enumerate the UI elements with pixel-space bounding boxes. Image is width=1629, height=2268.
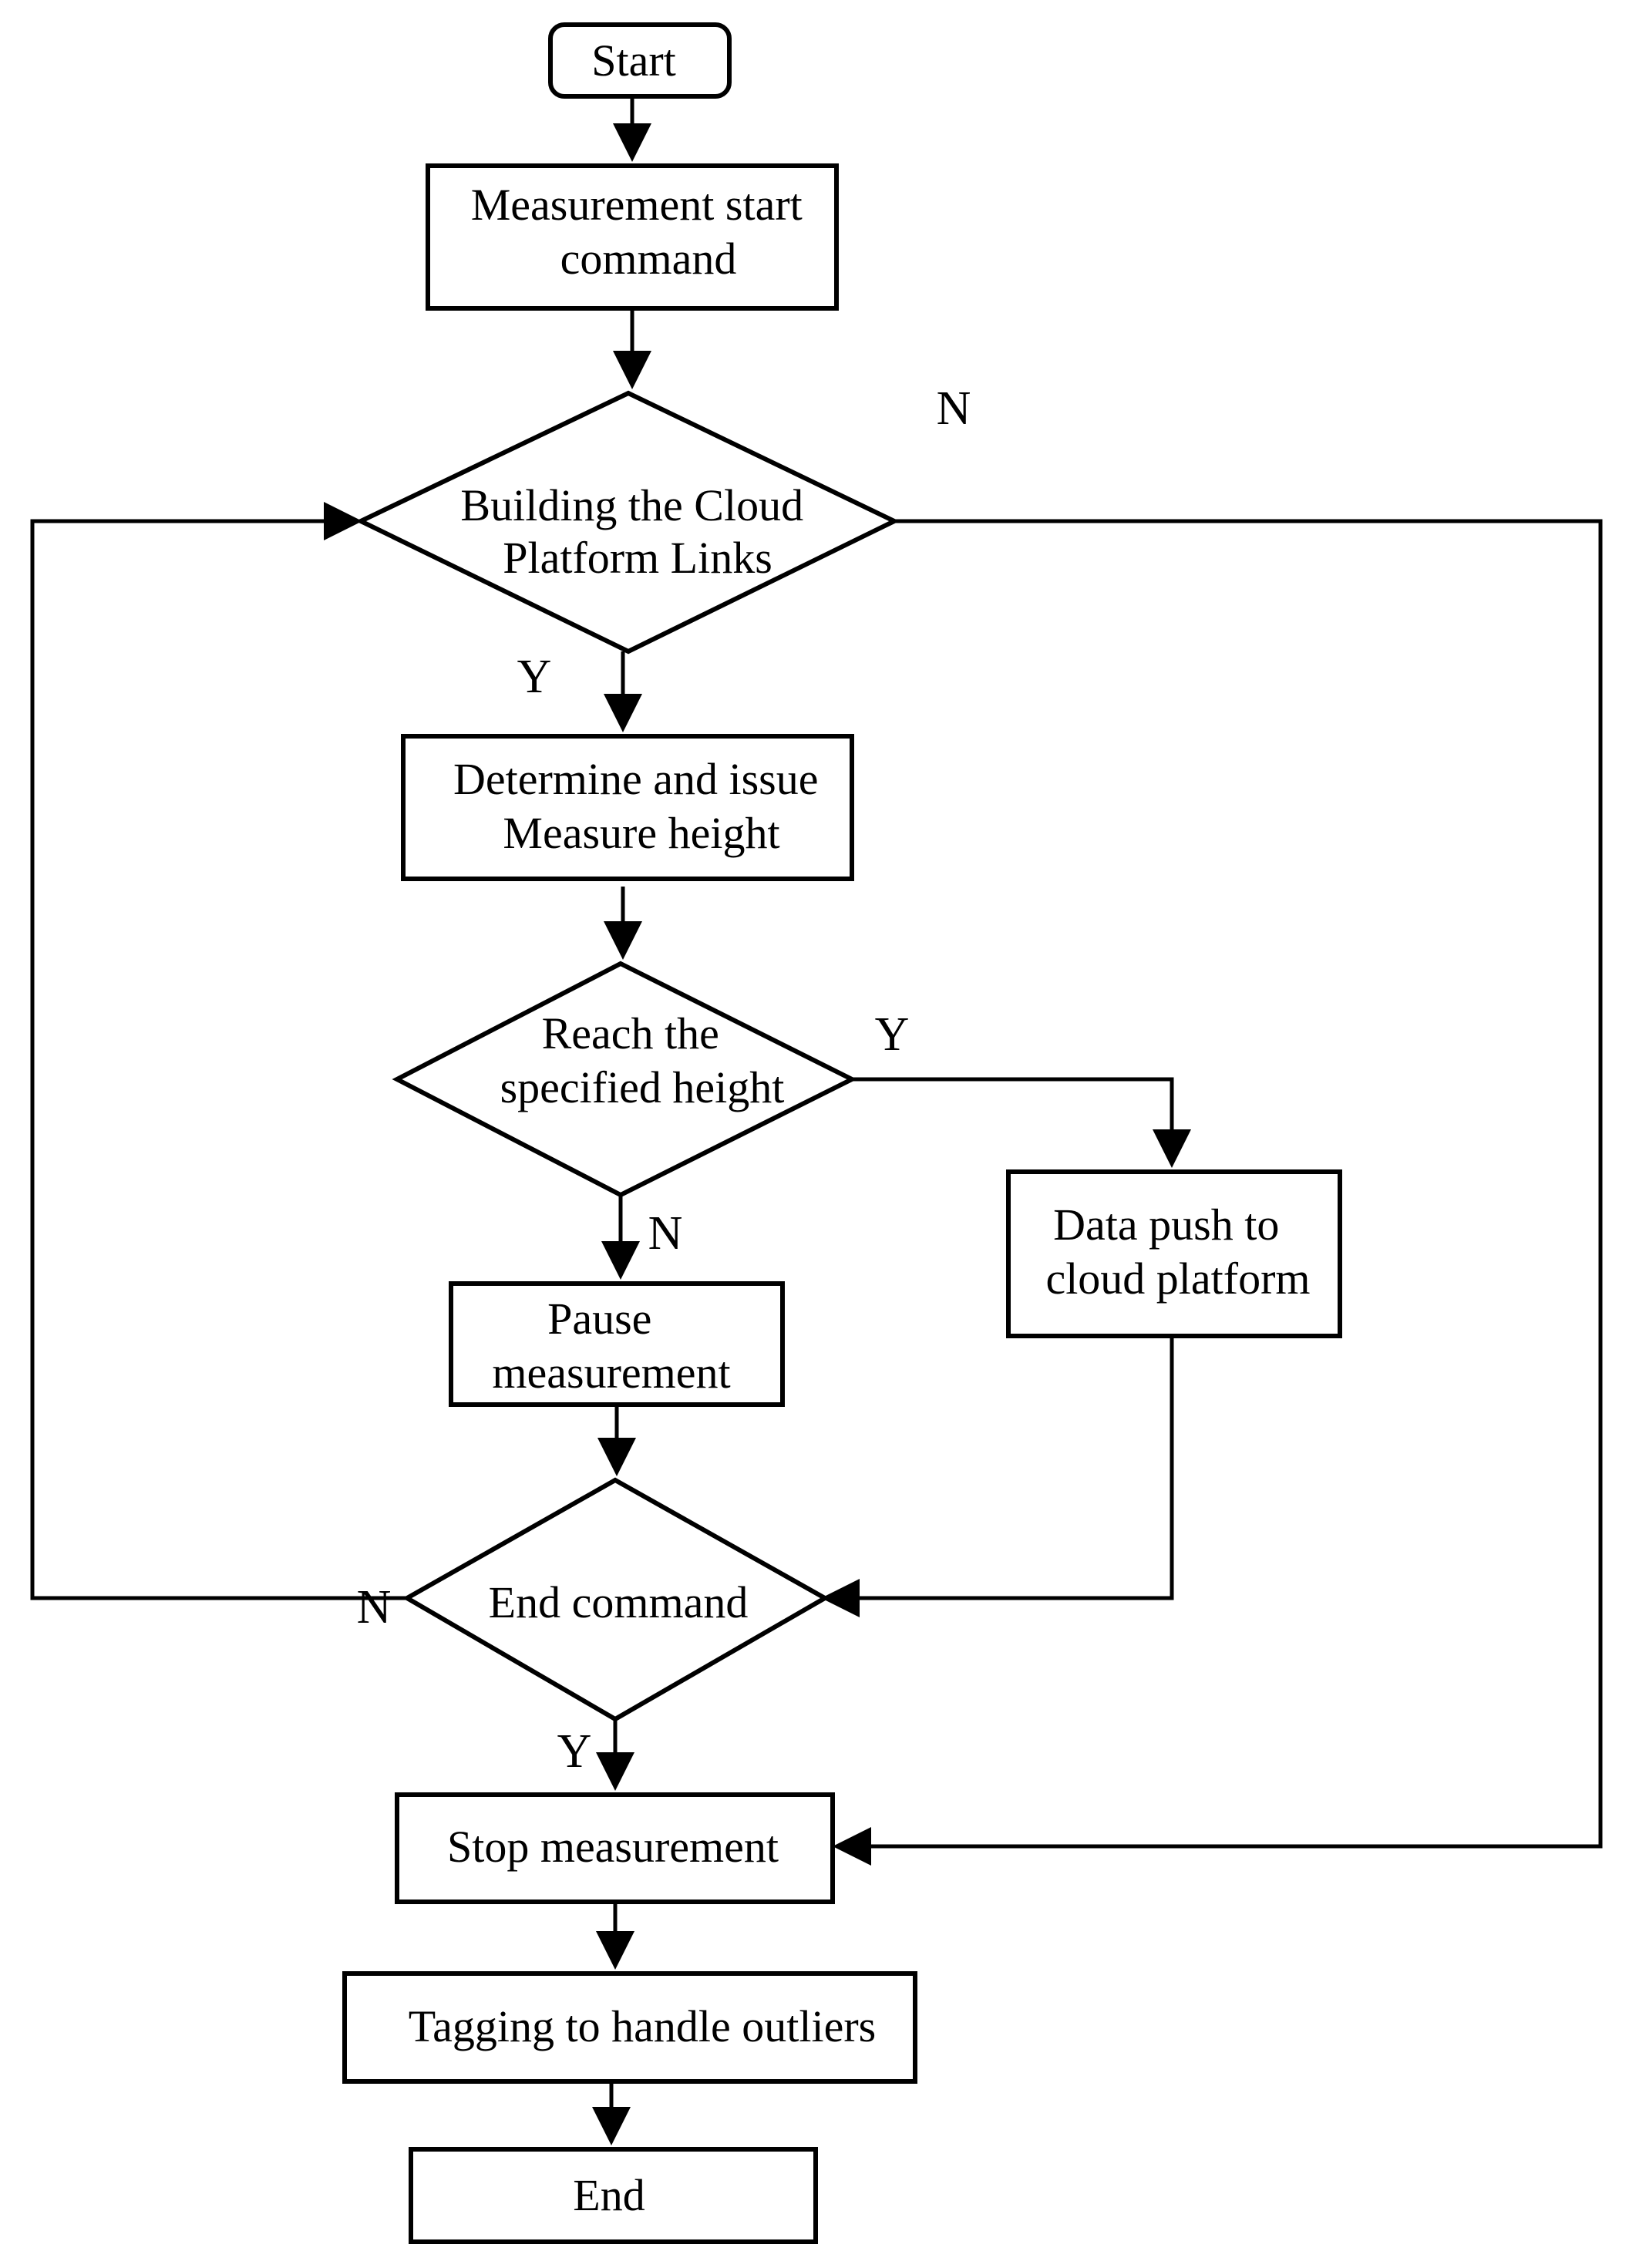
pause-measurement-box: Pause measurement (449, 1281, 785, 1407)
building-cloud-platform-links-text: Building the Cloud Platform Links (460, 480, 814, 583)
determine-measure-height-text: Determine and issue Measure height (453, 754, 830, 858)
reach-specified-height-decision: Reach the specified height (392, 961, 857, 1198)
stop-measurement-box: Stop measurement (395, 1792, 835, 1904)
arrow-reach-yes-to-push (852, 1077, 1191, 1168)
reach-no-label: N (648, 1207, 683, 1260)
end-node-text: End (573, 2170, 645, 2220)
tagging-outliers-box: Tagging to handle outliers (342, 1971, 917, 2084)
measurement-start-command-text: Measurement start command (471, 180, 814, 284)
building-cloud-platform-links-decision: Building the Cloud Platform Links (355, 390, 900, 654)
cloud-no-label: N (937, 382, 971, 435)
end-yes-label: Y (557, 1725, 592, 1778)
arrow-push-to-end-command (821, 1336, 1174, 1617)
reach-yes-label: Y (875, 1008, 910, 1061)
arrow-cloud-no-to-stop (833, 519, 1603, 1866)
end-command-decision: End command (402, 1477, 830, 1722)
end-node: End (409, 2147, 818, 2244)
arrow-end-no-to-cloud (30, 502, 407, 1600)
branch-labels: N Y Y N N Y (357, 382, 971, 1778)
cloud-yes-label: Y (517, 651, 552, 703)
end-command-text: End command (489, 1577, 749, 1627)
data-push-cloud-platform-text: Data push to cloud platform (1045, 1200, 1310, 1304)
pause-measurement-text: Pause measurement (492, 1294, 730, 1398)
start-node-text: Start (591, 35, 676, 86)
connectors (30, 96, 1603, 2145)
tagging-outliers-text: Tagging to handle outliers (409, 2001, 876, 2051)
end-no-label: N (357, 1581, 392, 1634)
start-node: Start (548, 22, 732, 99)
data-push-cloud-platform-box: Data push to cloud platform (1006, 1169, 1342, 1338)
determine-measure-height-box: Determine and issue Measure height (401, 734, 854, 881)
measurement-start-command-box: Measurement start command (426, 163, 839, 311)
reach-specified-height-text: Reach the specified height (500, 1008, 785, 1112)
stop-measurement-text: Stop measurement (447, 1822, 779, 1872)
